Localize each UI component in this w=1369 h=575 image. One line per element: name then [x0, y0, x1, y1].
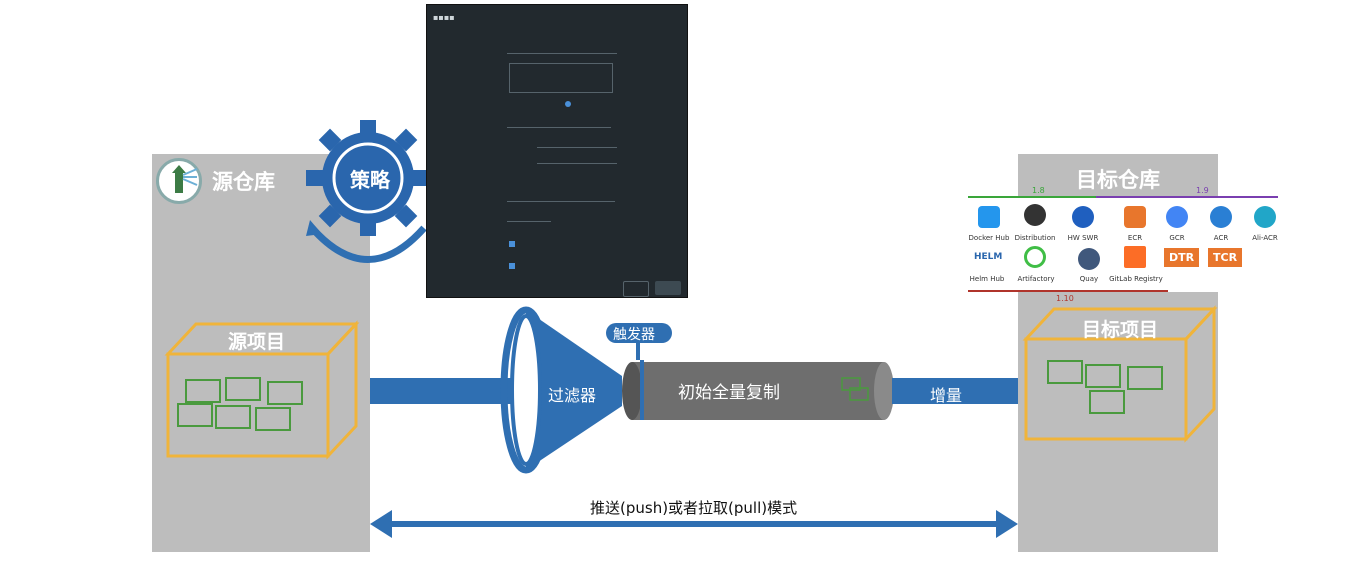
dialog-namespace-field[interactable]	[507, 201, 615, 202]
full-copy-cylinder	[622, 360, 894, 420]
gcr-icon	[1166, 206, 1188, 228]
mode-label: 推送(push)或者拉取(pull)模式	[590, 499, 798, 517]
version-1-9: 1.9	[1196, 186, 1209, 195]
dialog-cancel-button[interactable]	[623, 281, 649, 297]
filter-funnel	[500, 306, 622, 474]
version-line-1-9	[1096, 196, 1278, 198]
dialog-checkbox-1[interactable]	[509, 241, 515, 247]
acr-icon	[1210, 206, 1232, 228]
tcr-badge: TCR	[1208, 248, 1243, 267]
dialog-title: ▪▪▪▪	[433, 13, 455, 22]
hw-swr-icon	[1072, 206, 1094, 228]
trigger-stem	[636, 342, 640, 360]
registry-label-docker-hub: Docker Hub	[968, 234, 1010, 242]
registry-label-quay: Quay	[1079, 275, 1099, 283]
dialog-save-button[interactable]	[655, 281, 681, 295]
registry-label-ecr: ECR	[1127, 234, 1143, 242]
trigger-badge	[606, 323, 672, 343]
registry-label-distribution: Distribution	[1014, 234, 1056, 242]
source-project-box	[164, 320, 360, 460]
distribution-icon	[1024, 204, 1046, 226]
registry-label-helm-hub: Helm Hub	[969, 275, 1005, 283]
registry-label-acr: ACR	[1213, 234, 1229, 242]
left-pipe	[370, 378, 512, 404]
policy-label: 策略	[350, 168, 390, 192]
filter-label: 过滤器	[548, 386, 597, 405]
dialog-filter-tag[interactable]	[537, 163, 617, 164]
dialog-name-field[interactable]	[507, 53, 617, 54]
version-1-10: 1.10	[1056, 294, 1074, 303]
registry-label-ali-acr: Ali-ACR	[1252, 234, 1278, 242]
dialog-filter-name[interactable]	[537, 147, 617, 148]
artifactory-icon	[1024, 246, 1046, 268]
policy-gear-icon	[306, 120, 430, 263]
gitlab-icon	[1124, 246, 1146, 268]
incremental-label: 增量	[930, 386, 963, 405]
dtr-badge: DTR	[1164, 248, 1200, 267]
trigger-label: 触发器	[613, 327, 655, 343]
dialog-trigger-select[interactable]	[507, 221, 551, 222]
dialog-checkbox-2[interactable]	[509, 263, 515, 269]
version-line-1-10	[968, 290, 1168, 292]
registry-label-artifactory: Artifactory	[1017, 275, 1055, 283]
ali-acr-icon	[1254, 206, 1276, 228]
target-project-label: 目标项目	[1082, 319, 1159, 341]
source-project-label: 源项目	[228, 331, 286, 353]
target-repo-title: 目标仓库	[1076, 168, 1160, 192]
quay-icon	[1078, 248, 1100, 270]
dialog-radio-pull[interactable]	[565, 101, 571, 107]
registry-label-gitlab: GitLab Registry	[1109, 275, 1163, 283]
mode-double-arrow	[370, 510, 1018, 538]
ecr-icon	[1124, 206, 1146, 228]
full-copy-label: 初始全量复制	[678, 383, 780, 403]
incremental-pipe	[892, 378, 1020, 404]
harbor-logo	[156, 158, 202, 204]
replication-rule-dialog: ▪▪▪▪	[426, 4, 688, 298]
registry-label-gcr: GCR	[1169, 234, 1185, 242]
helm-hub-icon: HELM	[974, 252, 1003, 262]
target-project-box	[1022, 305, 1218, 443]
version-1-8: 1.8	[1032, 186, 1045, 195]
dialog-registry-select[interactable]	[507, 127, 611, 128]
dialog-description-field[interactable]	[509, 63, 613, 93]
docker-hub-icon	[978, 206, 1000, 228]
version-line-1-8	[968, 196, 1098, 198]
registry-label-hw-swr: HW SWR	[1067, 234, 1099, 242]
source-repo-title: 源仓库	[212, 170, 275, 194]
